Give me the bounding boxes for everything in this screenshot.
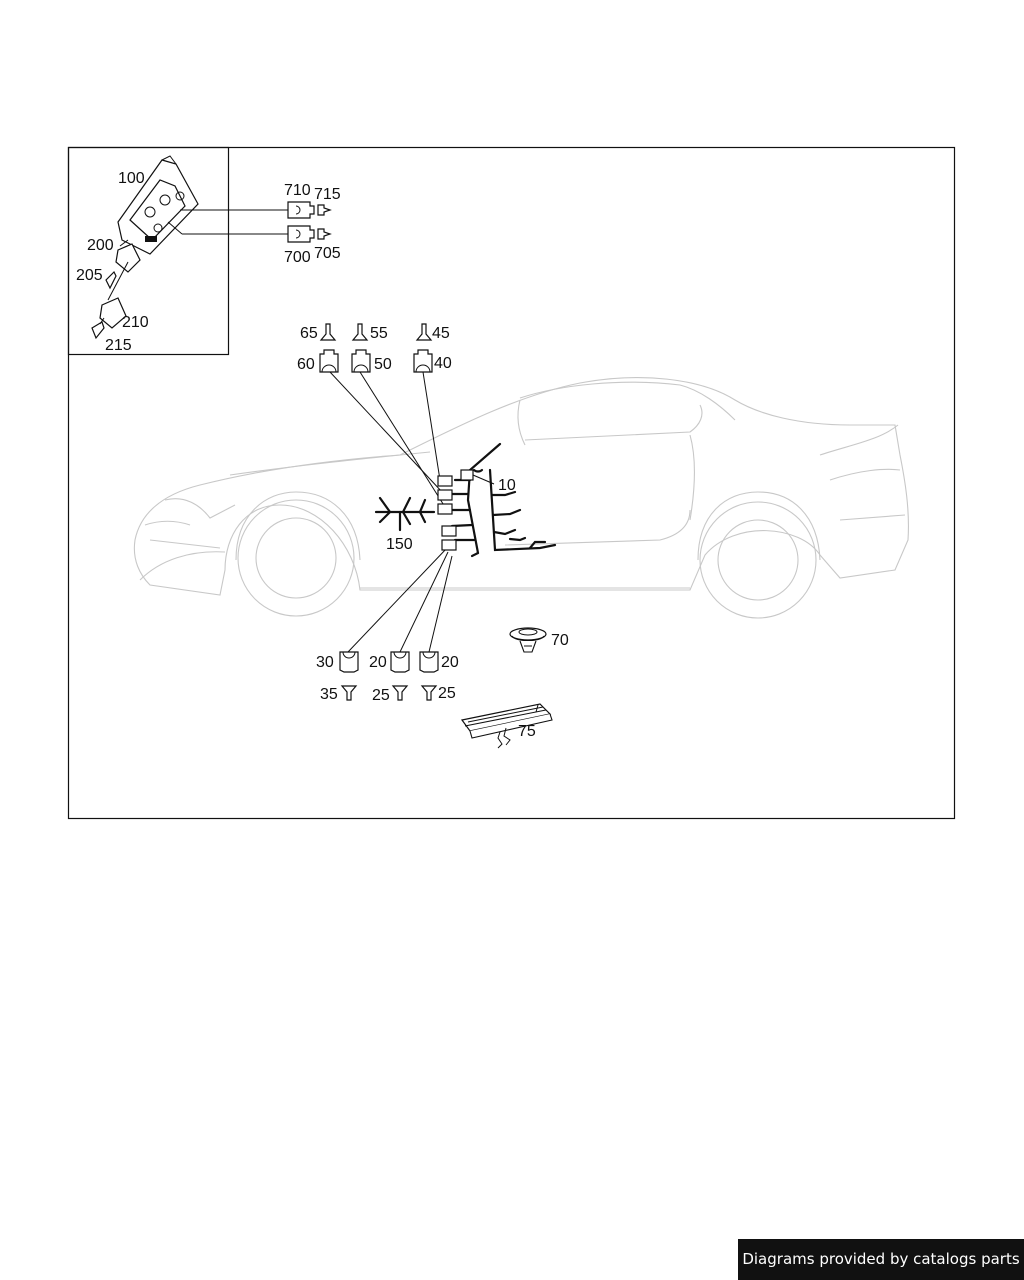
connector-50 bbox=[351, 349, 371, 373]
callout-150: 150 bbox=[386, 536, 413, 553]
callout-205: 205 bbox=[76, 267, 103, 284]
callout-60: 60 bbox=[297, 356, 315, 373]
callout-215: 215 bbox=[105, 337, 132, 354]
terminal-215 bbox=[91, 321, 105, 340]
callout-210: 210 bbox=[122, 314, 149, 331]
callout-75: 75 bbox=[518, 723, 536, 740]
terminal-45 bbox=[415, 323, 433, 341]
callout-70: 70 bbox=[551, 632, 569, 649]
terminal-35 bbox=[340, 685, 358, 701]
car-outline bbox=[133, 377, 909, 619]
terminal-25-right bbox=[420, 685, 438, 701]
grommet-70 bbox=[509, 627, 547, 653]
module-100-drawing bbox=[117, 155, 199, 255]
callout-705: 705 bbox=[314, 245, 341, 262]
harness-connector bbox=[441, 525, 457, 537]
callout-700: 700 bbox=[284, 249, 311, 266]
callout-45: 45 bbox=[432, 325, 450, 342]
terminal-55 bbox=[351, 323, 369, 341]
callout-10: 10 bbox=[498, 477, 516, 494]
inset-frame bbox=[67, 146, 230, 356]
terminal-205 bbox=[105, 270, 117, 290]
terminal-65 bbox=[319, 323, 337, 341]
callout-715: 715 bbox=[314, 186, 341, 203]
diagram-frame bbox=[67, 146, 956, 820]
connector-20-right bbox=[419, 651, 439, 673]
callout-65: 65 bbox=[300, 325, 318, 342]
terminal-25-left bbox=[391, 685, 409, 701]
callout-710: 710 bbox=[284, 182, 311, 199]
connector-700 bbox=[287, 225, 315, 243]
harness-connector bbox=[437, 503, 453, 515]
connector-210 bbox=[99, 297, 127, 329]
callout-200: 200 bbox=[87, 237, 114, 254]
connector-40 bbox=[413, 349, 433, 373]
callout-100: 100 bbox=[118, 170, 145, 187]
callout-25-right: 25 bbox=[438, 685, 456, 702]
callout-55: 55 bbox=[370, 325, 388, 342]
harness-connector bbox=[437, 475, 453, 487]
footer-credit: Diagrams provided by catalogs parts bbox=[738, 1239, 1024, 1280]
harness-connector bbox=[437, 489, 453, 501]
connector-710 bbox=[287, 201, 315, 219]
callout-50: 50 bbox=[374, 356, 392, 373]
harness-connector bbox=[441, 539, 457, 551]
callout-25-left: 25 bbox=[372, 687, 390, 704]
callout-20-right: 20 bbox=[441, 654, 459, 671]
clip-strip-75 bbox=[460, 703, 553, 749]
callout-40: 40 bbox=[434, 355, 452, 372]
connector-60 bbox=[319, 349, 339, 373]
callout-20-left: 20 bbox=[369, 654, 387, 671]
connector-20-left bbox=[390, 651, 410, 673]
terminal-705 bbox=[317, 228, 332, 240]
callout-30: 30 bbox=[316, 654, 334, 671]
connector-200 bbox=[115, 243, 141, 273]
callout-35: 35 bbox=[320, 686, 338, 703]
wiring-harness-150 bbox=[374, 496, 436, 532]
wiring-harness-10 bbox=[450, 442, 557, 558]
connector-30 bbox=[339, 651, 359, 673]
terminal-715 bbox=[317, 204, 332, 216]
